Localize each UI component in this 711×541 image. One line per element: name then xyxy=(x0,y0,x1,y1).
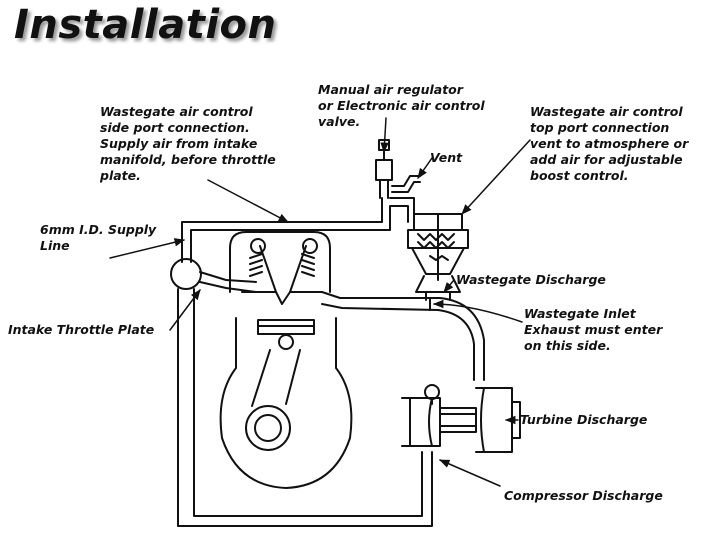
side-port-label: Wastegate air control side port connecti… xyxy=(100,104,276,183)
intake-throttle-label: Intake Throttle Plate xyxy=(8,322,155,337)
top-port-label: Wastegate air control top port connectio… xyxy=(530,104,689,183)
wastegate-inlet-label: Wastegate Inlet Exhaust must enter on th… xyxy=(524,306,663,353)
supply-line-label: 6mm I.D. Supply Line xyxy=(40,222,157,253)
turbocharger xyxy=(401,384,521,453)
manual-regulator-label: Manual air regulator or Electronic air c… xyxy=(318,82,485,129)
wastegate-valve xyxy=(407,213,469,301)
throttle-body xyxy=(170,258,202,290)
exhaust-manifold xyxy=(321,291,485,381)
intake-manifold xyxy=(177,271,433,527)
vent-fitting xyxy=(391,175,421,193)
page-title: Installation xyxy=(14,2,277,48)
cylinder-head xyxy=(229,231,331,305)
wastegate-discharge-label: Wastegate Discharge xyxy=(456,272,606,287)
leader-arrows xyxy=(109,117,531,487)
turbine-discharge-label: Turbine Discharge xyxy=(520,412,648,427)
compressor-discharge-label: Compressor Discharge xyxy=(504,488,663,503)
engine-block xyxy=(219,317,353,489)
vent-label: Vent xyxy=(430,150,463,165)
supply-line-tubing xyxy=(181,197,415,263)
